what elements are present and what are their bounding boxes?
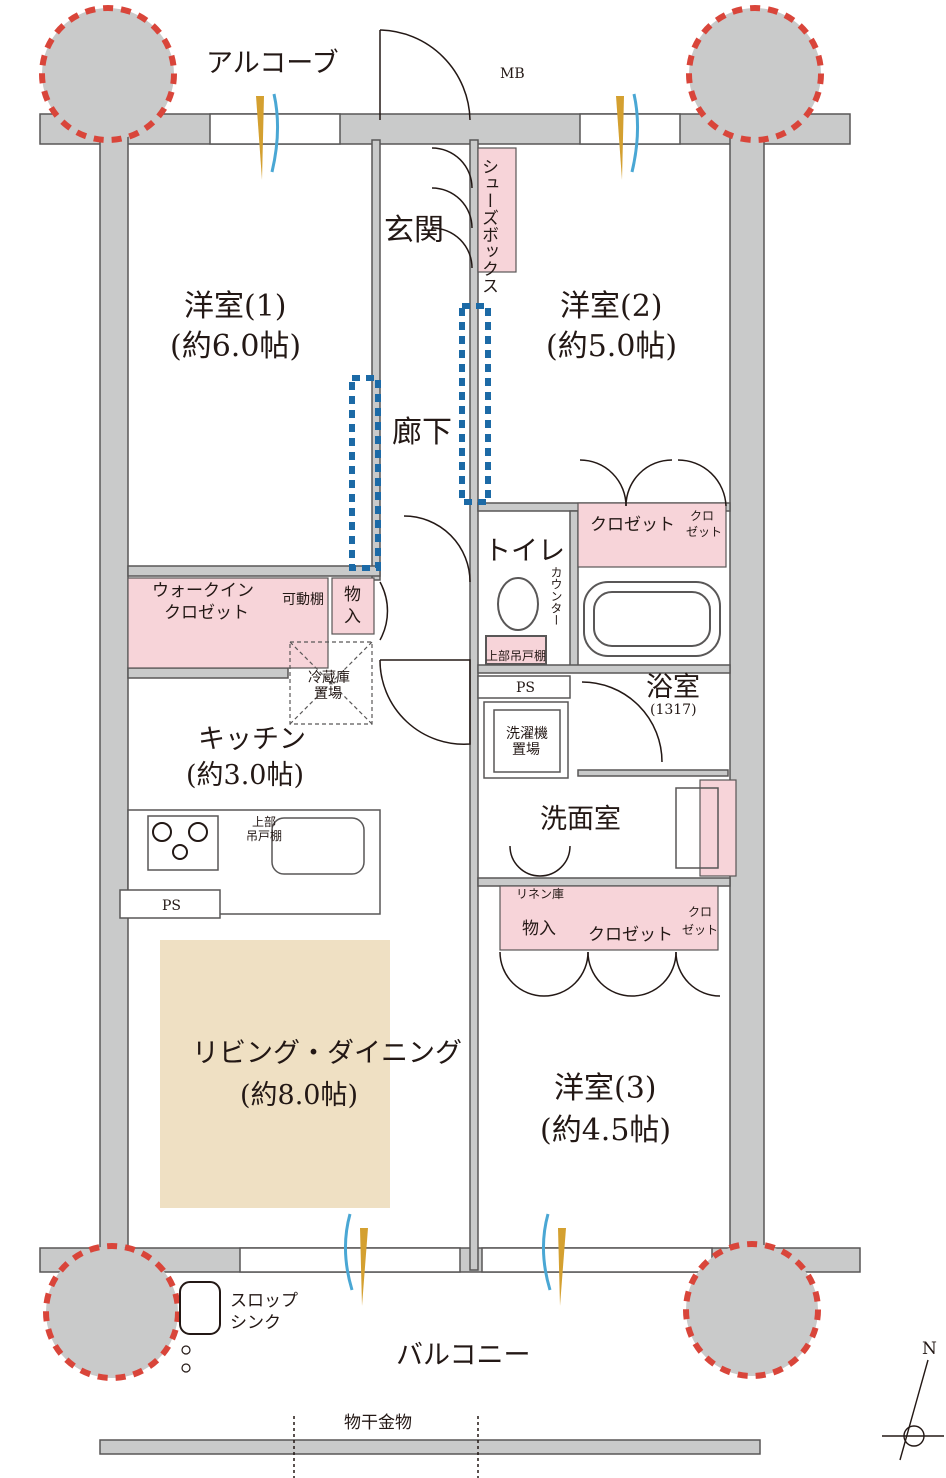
washroom-sink: [675, 787, 719, 869]
walkin-closet-area: [127, 577, 329, 669]
stove-icon: [152, 822, 208, 860]
linen-label: リネン庫: [516, 887, 564, 901]
alcove-label: アルコーブ: [206, 48, 339, 79]
storage-w3-label: 物入: [522, 919, 556, 939]
closet-w2-small-a: クロ: [690, 509, 714, 523]
bath-size-label: (1317): [650, 702, 697, 718]
living-size: (約8.0帖): [240, 1080, 358, 1111]
storage-area-kitchen: [331, 577, 375, 635]
entrance-label: 玄関: [384, 213, 444, 248]
toilet-fixture: [485, 577, 547, 665]
storage-areas: [127, 147, 737, 951]
kitchen-size: (約3.0帖): [186, 760, 304, 791]
kitchen-name: キッチン: [198, 724, 306, 755]
corridor-label: 廊下: [392, 415, 452, 450]
ps-boxes: [477, 675, 571, 699]
kitchen-upper-b: 吊戸棚: [246, 828, 282, 843]
living-dining-highlight: [160, 940, 390, 1208]
closet-w3-small-b: ゼット: [682, 923, 718, 937]
column-top-left: [39, 5, 177, 143]
mb-label: MB: [500, 66, 525, 82]
drying-hardware-marks: [293, 1416, 479, 1478]
western3-name: 洋室(3): [554, 1071, 657, 1106]
western1-name: 洋室(1): [184, 289, 287, 324]
toilet-label: トイレ: [484, 536, 565, 567]
column-top-right: [686, 5, 824, 143]
slop-sink-fixture: [179, 1281, 221, 1335]
closet-w3-area: [499, 885, 719, 951]
washer-area: [483, 701, 569, 779]
fridge-label-b: 置場: [314, 686, 342, 702]
walkin-label-b: クロゼット: [164, 603, 249, 623]
fridge-area: [289, 641, 373, 725]
washroom-label: 洗面室: [540, 804, 621, 835]
fridge-label-a: 冷蔵庫: [308, 669, 350, 686]
north-compass-icon: [882, 1359, 944, 1461]
slop-sink-label-b: シンク: [230, 1313, 281, 1333]
washer-label-b: 置場: [512, 742, 540, 758]
closet-w3-label: クロゼット: [588, 925, 673, 945]
closet-w2-small-b: ゼット: [686, 525, 722, 539]
doors: [379, 29, 727, 997]
counter-label: カウンター: [549, 566, 563, 626]
western1-size: (約6.0帖): [170, 329, 301, 364]
western2-name: 洋室(2): [560, 289, 663, 324]
north-label: N: [922, 1339, 937, 1359]
western2-size: (約5.0帖): [546, 329, 677, 364]
drying-hardware-label: 物干金物: [344, 1413, 412, 1433]
bath-label: 浴室: [646, 672, 700, 703]
walkin-label-a: ウォークイン: [152, 581, 254, 601]
vents: [256, 93, 640, 1306]
living-name: リビング・ダイニング: [192, 1038, 462, 1069]
windows: [209, 113, 713, 1273]
storage-label-a: 物: [344, 585, 361, 605]
shoe-box-label: シューズボックス: [478, 158, 498, 294]
column-bottom-right: [683, 1241, 821, 1379]
faucet-marks: [181, 1345, 191, 1373]
western3-size: (約4.5帖): [540, 1113, 671, 1148]
sliding-door-marks: [349, 303, 491, 571]
ps-label-kitchen: PS: [162, 898, 181, 914]
kitchen-counter: [119, 809, 381, 919]
movable-shelf-label: 可動棚: [282, 592, 324, 608]
slop-sink-label-a: スロップ: [230, 1291, 298, 1311]
bathtub: [583, 581, 721, 657]
balcony-label: バルコニー: [396, 1340, 530, 1371]
kitchen-upper-a: 上部: [252, 814, 276, 829]
column-bottom-left: [43, 1243, 181, 1381]
closet-w3-small-a: クロ: [688, 905, 712, 919]
closet-w2-label: クロゼット: [590, 515, 675, 535]
washer-label-a: 洗濯機: [506, 726, 548, 742]
closet-w2-area: [577, 502, 727, 568]
columns: [39, 5, 824, 1381]
ps-label-toilet: PS: [516, 680, 535, 696]
storage-label-b: 入: [344, 607, 361, 627]
shoe-box-area: [477, 147, 517, 273]
upper-cabinet-label: 上部吊戸棚: [486, 648, 546, 663]
